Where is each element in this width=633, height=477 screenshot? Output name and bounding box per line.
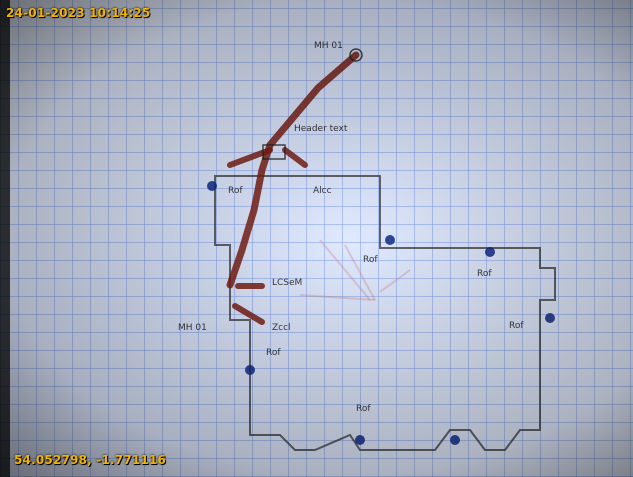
faint-line bbox=[299, 294, 376, 301]
marker-dot bbox=[385, 235, 395, 245]
faint-line bbox=[379, 269, 411, 293]
marker-dot bbox=[355, 435, 365, 445]
pipe-main bbox=[226, 51, 360, 289]
label-bottom-mh: MH 01 bbox=[178, 323, 207, 333]
marker-dot bbox=[207, 181, 217, 191]
marker-dot bbox=[545, 313, 555, 323]
marker-dot bbox=[245, 365, 255, 375]
label-rof: Rof bbox=[509, 321, 524, 331]
label-rof: Rof bbox=[356, 404, 371, 414]
label-zccl: Zccl bbox=[272, 323, 291, 333]
label-rof: Rof bbox=[266, 348, 281, 358]
marker-dot bbox=[485, 247, 495, 257]
label-top-mh: MH 01 bbox=[314, 41, 343, 51]
label-rof: Rof bbox=[363, 255, 378, 265]
coordinates-overlay: 54.052798, -1.771116 bbox=[14, 453, 167, 467]
faint-line bbox=[344, 244, 376, 301]
label-top-header: Header text bbox=[294, 124, 348, 134]
marker-dot bbox=[450, 435, 460, 445]
label-rof: Rof bbox=[477, 269, 492, 279]
label-alcc: Alcc bbox=[313, 186, 332, 196]
timestamp-overlay: 24-01-2023 10:14:25 bbox=[6, 6, 151, 20]
faint-line bbox=[319, 239, 371, 301]
pipe-branch-2 bbox=[282, 147, 308, 168]
label-rof: Rof bbox=[228, 186, 243, 196]
label-lcsem: LCSeM bbox=[272, 278, 302, 288]
building-outline bbox=[214, 175, 556, 451]
